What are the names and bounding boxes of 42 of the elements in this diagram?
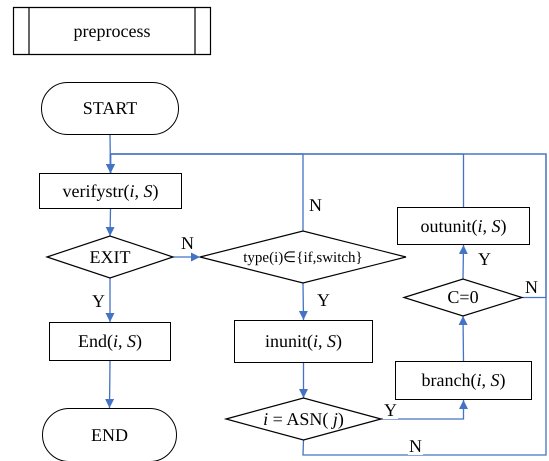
edge-label: N [308, 196, 323, 214]
node-label: START [82, 98, 138, 119]
terminal-shape [42, 408, 177, 461]
node-label: inunit(i, S) [264, 331, 342, 352]
arrow [106, 153, 547, 456]
decision-diamond [47, 236, 173, 278]
edge-label: N [180, 234, 195, 252]
edge-label: Y [316, 291, 331, 309]
edge-label: N [408, 437, 423, 455]
edge-label: Y [477, 250, 492, 268]
edge-label: N [524, 278, 539, 296]
node-label: i = ASN( j) [263, 408, 344, 430]
arrow [106, 208, 115, 236]
decision-diamond [404, 279, 522, 316]
decision-diamond [226, 398, 381, 440]
arrow [105, 361, 114, 408]
node-label: branch(i, S) [422, 370, 506, 391]
node-label: END [91, 424, 128, 446]
process-box [234, 320, 373, 363]
node-label: EXIT [90, 246, 130, 268]
edge-label: Y [383, 401, 398, 419]
subroutine-box [13, 7, 211, 55]
arrow [298, 283, 308, 320]
node-label: C=0 [447, 287, 479, 308]
terminal-shape [41, 82, 179, 135]
arrow [106, 278, 114, 322]
edge-label: Y [91, 292, 106, 310]
process-box [397, 207, 530, 245]
decision-diamond [200, 231, 406, 283]
node-label: verifystr(i, S) [62, 180, 158, 202]
process-box [39, 173, 182, 209]
node-label: type(i)∈{if,switch} [243, 248, 363, 266]
node-label: preprocess [74, 20, 150, 42]
arrow [458, 316, 468, 361]
arrow [458, 245, 468, 279]
node-label: outunit(i, S) [420, 216, 506, 236]
arrow [173, 252, 200, 262]
process-box [395, 361, 532, 400]
arrow [299, 363, 308, 398]
node-label: End(i, S) [78, 331, 142, 352]
process-box [49, 322, 171, 361]
arrow [381, 400, 468, 420]
